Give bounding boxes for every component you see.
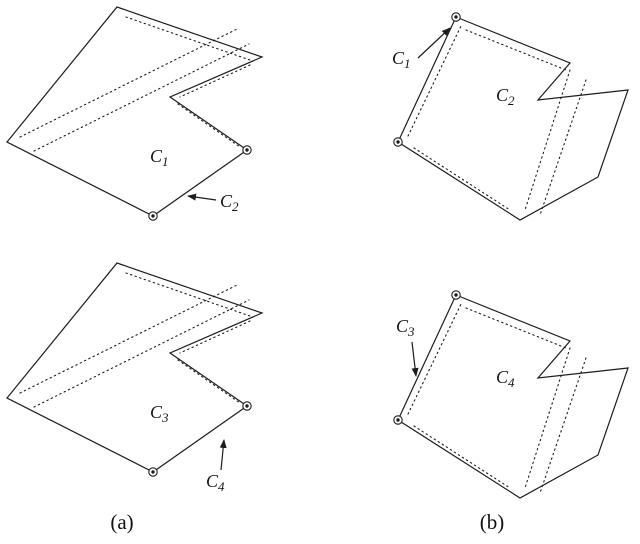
chain-label: C2 — [220, 191, 239, 214]
chain-endpoint-dot — [396, 418, 400, 422]
dotted-offset-line — [33, 43, 250, 152]
dotted-offset-line — [539, 79, 587, 216]
caption-a: (a) — [110, 510, 134, 534]
dotted-offset-line — [407, 301, 463, 415]
chain-endpoint-dot — [454, 293, 458, 297]
dotted-offset-line — [179, 64, 251, 98]
chain-label: C2 — [496, 85, 515, 108]
label-pointer-arrow — [417, 27, 451, 59]
polygon-outline — [397, 16, 629, 221]
chain-endpoint-dot — [151, 470, 155, 474]
chain-label: C4 — [206, 471, 225, 494]
dotted-offset-line — [19, 28, 238, 138]
chain-endpoint-dot — [245, 148, 249, 152]
dotted-offset-line — [33, 299, 250, 408]
dotted-offset-line — [465, 307, 567, 349]
chain-endpoint-dot — [245, 404, 249, 408]
dotted-offset-line — [177, 103, 241, 148]
dotted-offset-line — [539, 357, 587, 494]
polygon-outline — [6, 6, 264, 217]
dotted-offset-line — [524, 347, 571, 489]
label-pointer-arrow — [411, 341, 419, 377]
dotted-offset-line — [413, 425, 511, 489]
dotted-offset-line — [465, 29, 567, 71]
dotted-offset-line — [19, 284, 238, 394]
dotted-offset-line — [177, 359, 241, 404]
chain-label: C3 — [396, 316, 415, 339]
dotted-offset-line — [407, 23, 463, 137]
dotted-offset-line — [524, 69, 571, 211]
label-pointer-arrow — [187, 193, 217, 201]
chain-endpoint-dot — [396, 140, 400, 144]
dotted-offset-line — [413, 147, 511, 211]
chain-endpoint-dot — [454, 15, 458, 19]
chain-label: C1 — [392, 48, 411, 71]
polygon-outline — [397, 294, 629, 499]
label-pointer-arrow — [219, 439, 227, 471]
dotted-offset-line — [179, 320, 251, 354]
chain-label: C1 — [150, 146, 169, 169]
caption-b: (b) — [479, 510, 505, 534]
chain-label: C3 — [150, 402, 169, 425]
chain-label: C4 — [496, 367, 515, 390]
chain-endpoint-dot — [151, 214, 155, 218]
